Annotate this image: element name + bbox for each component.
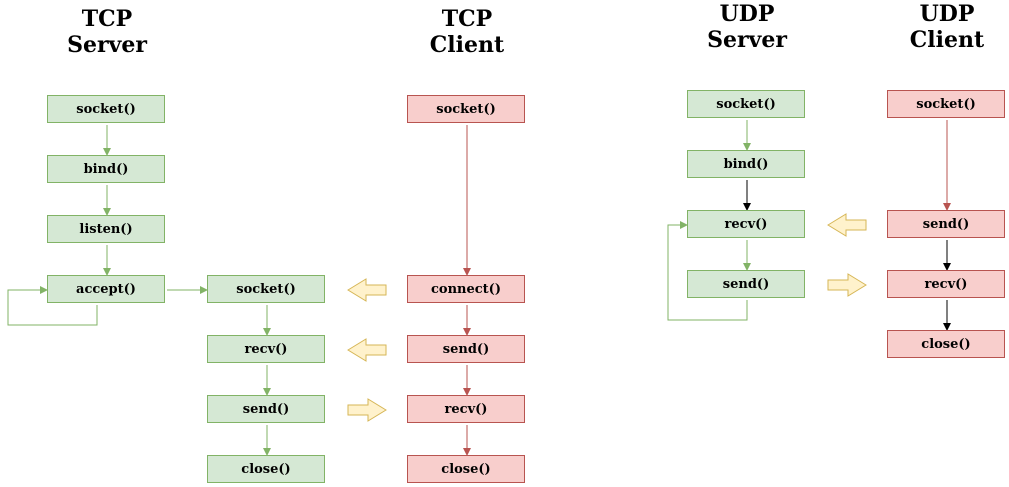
tcp-worker-close-node: close() bbox=[207, 455, 325, 483]
udp-client-title: UDP Client bbox=[867, 1, 1009, 53]
tcp-server-title-line1: TCP bbox=[81, 6, 133, 32]
tcp-client-close-node: close() bbox=[407, 455, 525, 483]
tcp-client-title-line2: Client bbox=[429, 32, 505, 58]
tcp-client-connect-node: connect() bbox=[407, 275, 525, 303]
tcp-server-accept-node: accept() bbox=[47, 275, 165, 303]
tcp-client-title: TCP Client bbox=[387, 6, 547, 58]
tcp-server-socket-node: socket() bbox=[47, 95, 165, 123]
udp-client-send-node: send() bbox=[887, 210, 1005, 238]
tcp-server-bind-node: bind() bbox=[47, 155, 165, 183]
edge-tcp-accept-loop bbox=[7, 286, 98, 326]
tcp-client-send-node: send() bbox=[407, 335, 525, 363]
exchange-arrow-udp-send bbox=[827, 213, 867, 237]
udp-server-title-line1: UDP bbox=[719, 1, 775, 27]
tcp-server-title: TCP Server bbox=[27, 6, 187, 58]
udp-client-title-line1: UDP bbox=[919, 1, 975, 27]
udp-server-socket-node: socket() bbox=[687, 90, 805, 118]
tcp-server-listen-node: listen() bbox=[47, 215, 165, 243]
exchange-arrow-server-send bbox=[347, 398, 387, 422]
tcp-client-title-line1: TCP bbox=[441, 6, 493, 32]
udp-server-title: UDP Server bbox=[667, 1, 827, 53]
exchange-arrow-client-send bbox=[347, 338, 387, 362]
tcp-worker-socket-node: socket() bbox=[207, 275, 325, 303]
exchange-arrow-connect bbox=[347, 278, 387, 302]
exchange-arrow-udp-reply bbox=[827, 273, 867, 297]
udp-client-recv-node: recv() bbox=[887, 270, 1005, 298]
udp-client-close-node: close() bbox=[887, 330, 1005, 358]
udp-client-socket-node: socket() bbox=[887, 90, 1005, 118]
udp-server-send-node: send() bbox=[687, 270, 805, 298]
tcp-worker-recv-node: recv() bbox=[207, 335, 325, 363]
tcp-client-socket-node: socket() bbox=[407, 95, 525, 123]
udp-client-title-line2: Client bbox=[909, 27, 985, 53]
udp-server-title-line2: Server bbox=[707, 27, 787, 53]
tcp-server-title-line2: Server bbox=[67, 32, 147, 58]
udp-server-recv-node: recv() bbox=[687, 210, 805, 238]
udp-server-bind-node: bind() bbox=[687, 150, 805, 178]
tcp-worker-send-node: send() bbox=[207, 395, 325, 423]
tcp-client-recv-node: recv() bbox=[407, 395, 525, 423]
edge-udp-send-loop bbox=[667, 221, 748, 321]
